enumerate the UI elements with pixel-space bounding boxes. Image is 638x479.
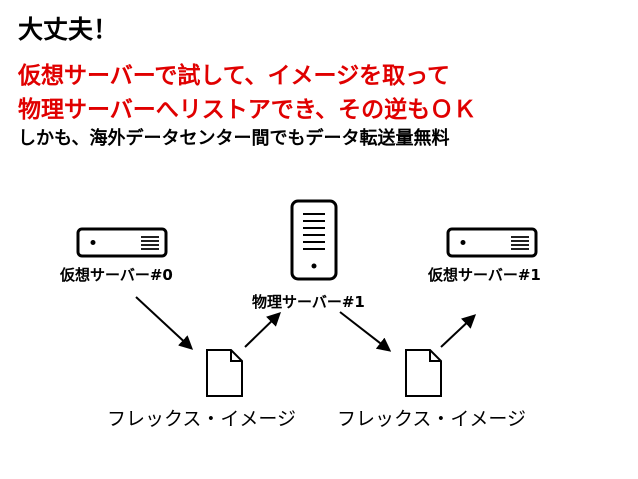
arrow-vs0-to-image bbox=[135, 296, 194, 350]
tower-server-icon bbox=[290, 199, 338, 281]
document-icon bbox=[405, 349, 442, 397]
node-label-vs0: 仮想サーバー#0 bbox=[60, 266, 173, 284]
slide-title: 大丈夫！ bbox=[18, 15, 119, 44]
note-line: しかも、海外データセンター間でもデータ転送量無料 bbox=[18, 128, 450, 149]
node-label-ps1: 物理サーバー#1 bbox=[252, 293, 365, 311]
arrow-image-to-ps1 bbox=[244, 312, 282, 348]
document-icon bbox=[206, 349, 243, 397]
rack-server-icon bbox=[446, 227, 538, 258]
node-label-vs1: 仮想サーバー#1 bbox=[428, 266, 541, 284]
arrow-image-to-vs1 bbox=[440, 314, 477, 348]
image-label-left: フレックス・イメージ bbox=[107, 408, 297, 430]
red-line-1: 仮想サーバーで試して、イメージを取って bbox=[18, 63, 450, 89]
rack-server-icon bbox=[76, 227, 168, 258]
red-line-2: 物理サーバーへリストアでき、その逆もＯＫ bbox=[18, 97, 477, 123]
arrow-ps1-to-image bbox=[339, 311, 392, 352]
image-label-right: フレックス・イメージ bbox=[337, 408, 527, 430]
